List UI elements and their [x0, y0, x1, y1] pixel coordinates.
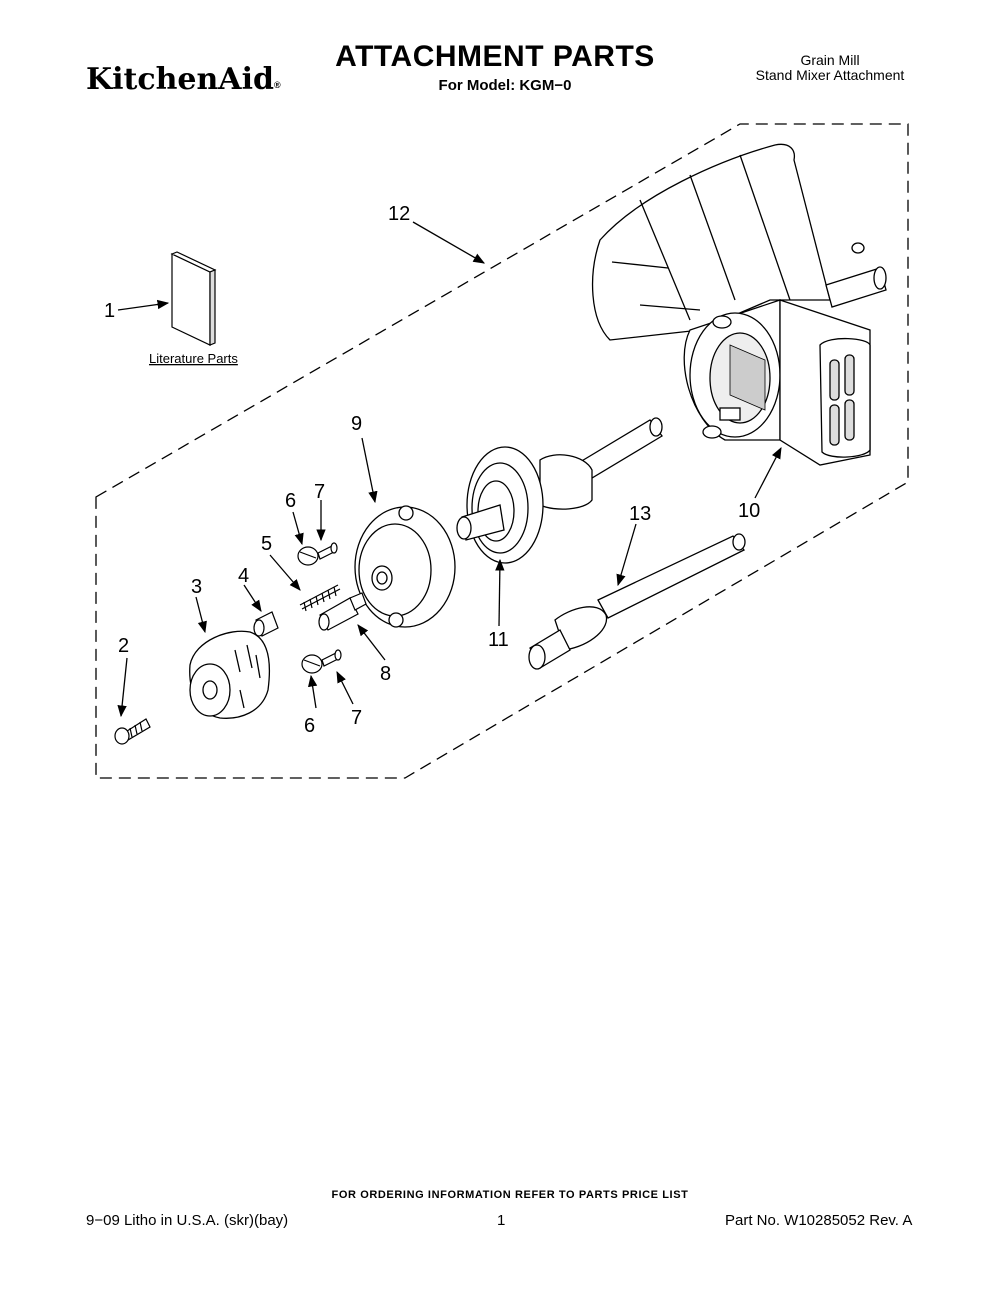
- page-number: 1: [497, 1212, 506, 1229]
- callout-4: 4: [238, 565, 249, 587]
- model-line: For Model: KGM−0: [438, 77, 572, 94]
- callout-12: 12: [388, 203, 410, 225]
- literature-parts: [170, 251, 217, 346]
- screw-upper: [297, 542, 338, 566]
- dashed-enclosure: [95, 123, 909, 779]
- callout-2: 2: [118, 635, 129, 657]
- callout-9: 9: [351, 413, 362, 435]
- page-title: ATTACHMENT PARTS: [335, 40, 655, 73]
- mill-body: [592, 143, 887, 466]
- product-line-1: Grain Mill: [800, 52, 860, 68]
- screw-lower: [301, 649, 342, 674]
- callout-13: 13: [629, 503, 651, 525]
- knob-screw: [114, 718, 151, 745]
- adjustment-shaft: [318, 592, 367, 631]
- callout-8: 8: [380, 663, 391, 685]
- pin: [253, 611, 279, 637]
- brand-name: KitchenAid: [86, 62, 274, 97]
- callout-3: 3: [191, 576, 202, 598]
- litho-info: 9−09 Litho in U.S.A. (skr)(bay): [86, 1212, 289, 1229]
- ordering-notice: FOR ORDERING INFORMATION REFER TO PARTS …: [331, 1189, 689, 1201]
- product-line-2: Stand Mixer Attachment: [755, 67, 905, 83]
- handle-rod: [528, 533, 746, 670]
- callout-arrows: [117, 221, 782, 718]
- callout-5: 5: [261, 533, 272, 555]
- callout-10: 10: [738, 500, 760, 522]
- adjustment-plate: [354, 505, 456, 628]
- adjustment-knob: [189, 630, 271, 719]
- callout-7-lower: 7: [351, 707, 362, 729]
- literature-parts-label: Literature Parts: [149, 351, 238, 366]
- registered-mark: ®: [273, 80, 281, 90]
- callout-6-lower: 6: [304, 715, 315, 737]
- brand-logo: KitchenAid®: [86, 62, 281, 97]
- spring: [299, 584, 341, 612]
- part-number: Part No. W10285052 Rev. A: [725, 1212, 913, 1229]
- callout-6-upper: 6: [285, 490, 296, 512]
- callout-7-upper: 7: [314, 481, 325, 503]
- burr-shaft: [456, 417, 663, 564]
- callout-1: 1: [104, 300, 115, 322]
- callout-11: 11: [488, 629, 509, 651]
